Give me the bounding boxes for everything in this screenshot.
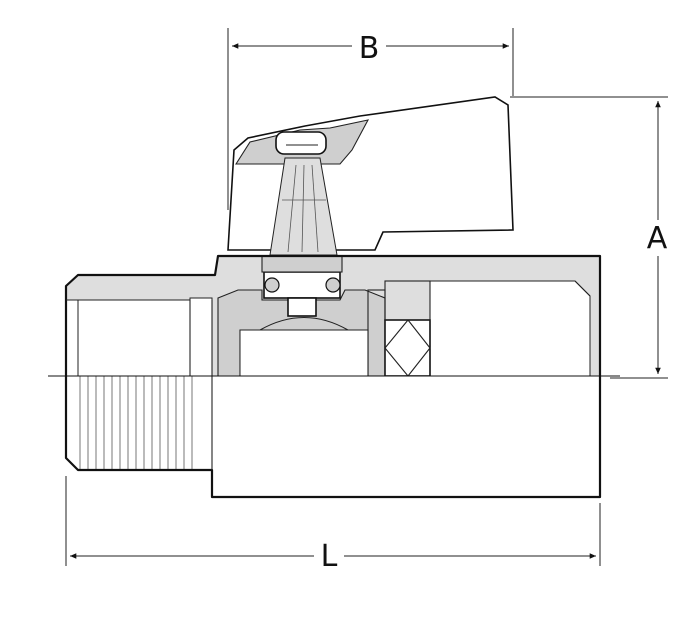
handle-nut [275,131,327,155]
dimension-l: L [65,476,601,574]
dimension-a: A [510,96,674,379]
thread-lines [79,376,193,470]
lever-handle [227,96,514,251]
dimension-b: B [227,28,514,210]
dimension-l-label: L [321,539,338,574]
dimension-a-label: A [647,221,668,256]
valve-body [48,254,620,499]
seat-gasket [384,319,431,377]
dimension-b-label: B [359,31,380,66]
